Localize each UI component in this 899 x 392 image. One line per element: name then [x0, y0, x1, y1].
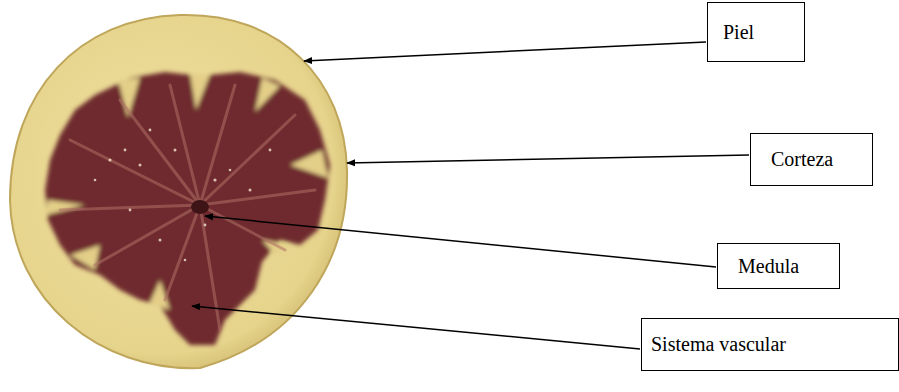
pith — [191, 200, 209, 214]
label-box: Corteza — [750, 133, 873, 186]
part-label: Corteza — [771, 148, 833, 171]
label-box: Sistema vascular — [641, 318, 899, 371]
vascular-tissue — [45, 72, 330, 345]
leader-arrow — [304, 42, 706, 61]
potato-skin — [10, 15, 347, 368]
leader-arrow — [192, 306, 640, 349]
leader-arrow — [347, 155, 749, 163]
label-box: Piel — [707, 2, 805, 62]
part-label: Medula — [738, 255, 799, 278]
label-box: Medula — [717, 243, 840, 289]
cortex-notches — [46, 74, 328, 310]
part-label: Piel — [723, 21, 754, 44]
part-label: Sistema vascular — [651, 333, 786, 356]
leader-arrow — [205, 216, 716, 267]
vascular-region — [45, 72, 330, 345]
starch-speckles — [94, 129, 272, 262]
leader-lines — [192, 42, 749, 349]
radial-streaks — [60, 85, 315, 330]
